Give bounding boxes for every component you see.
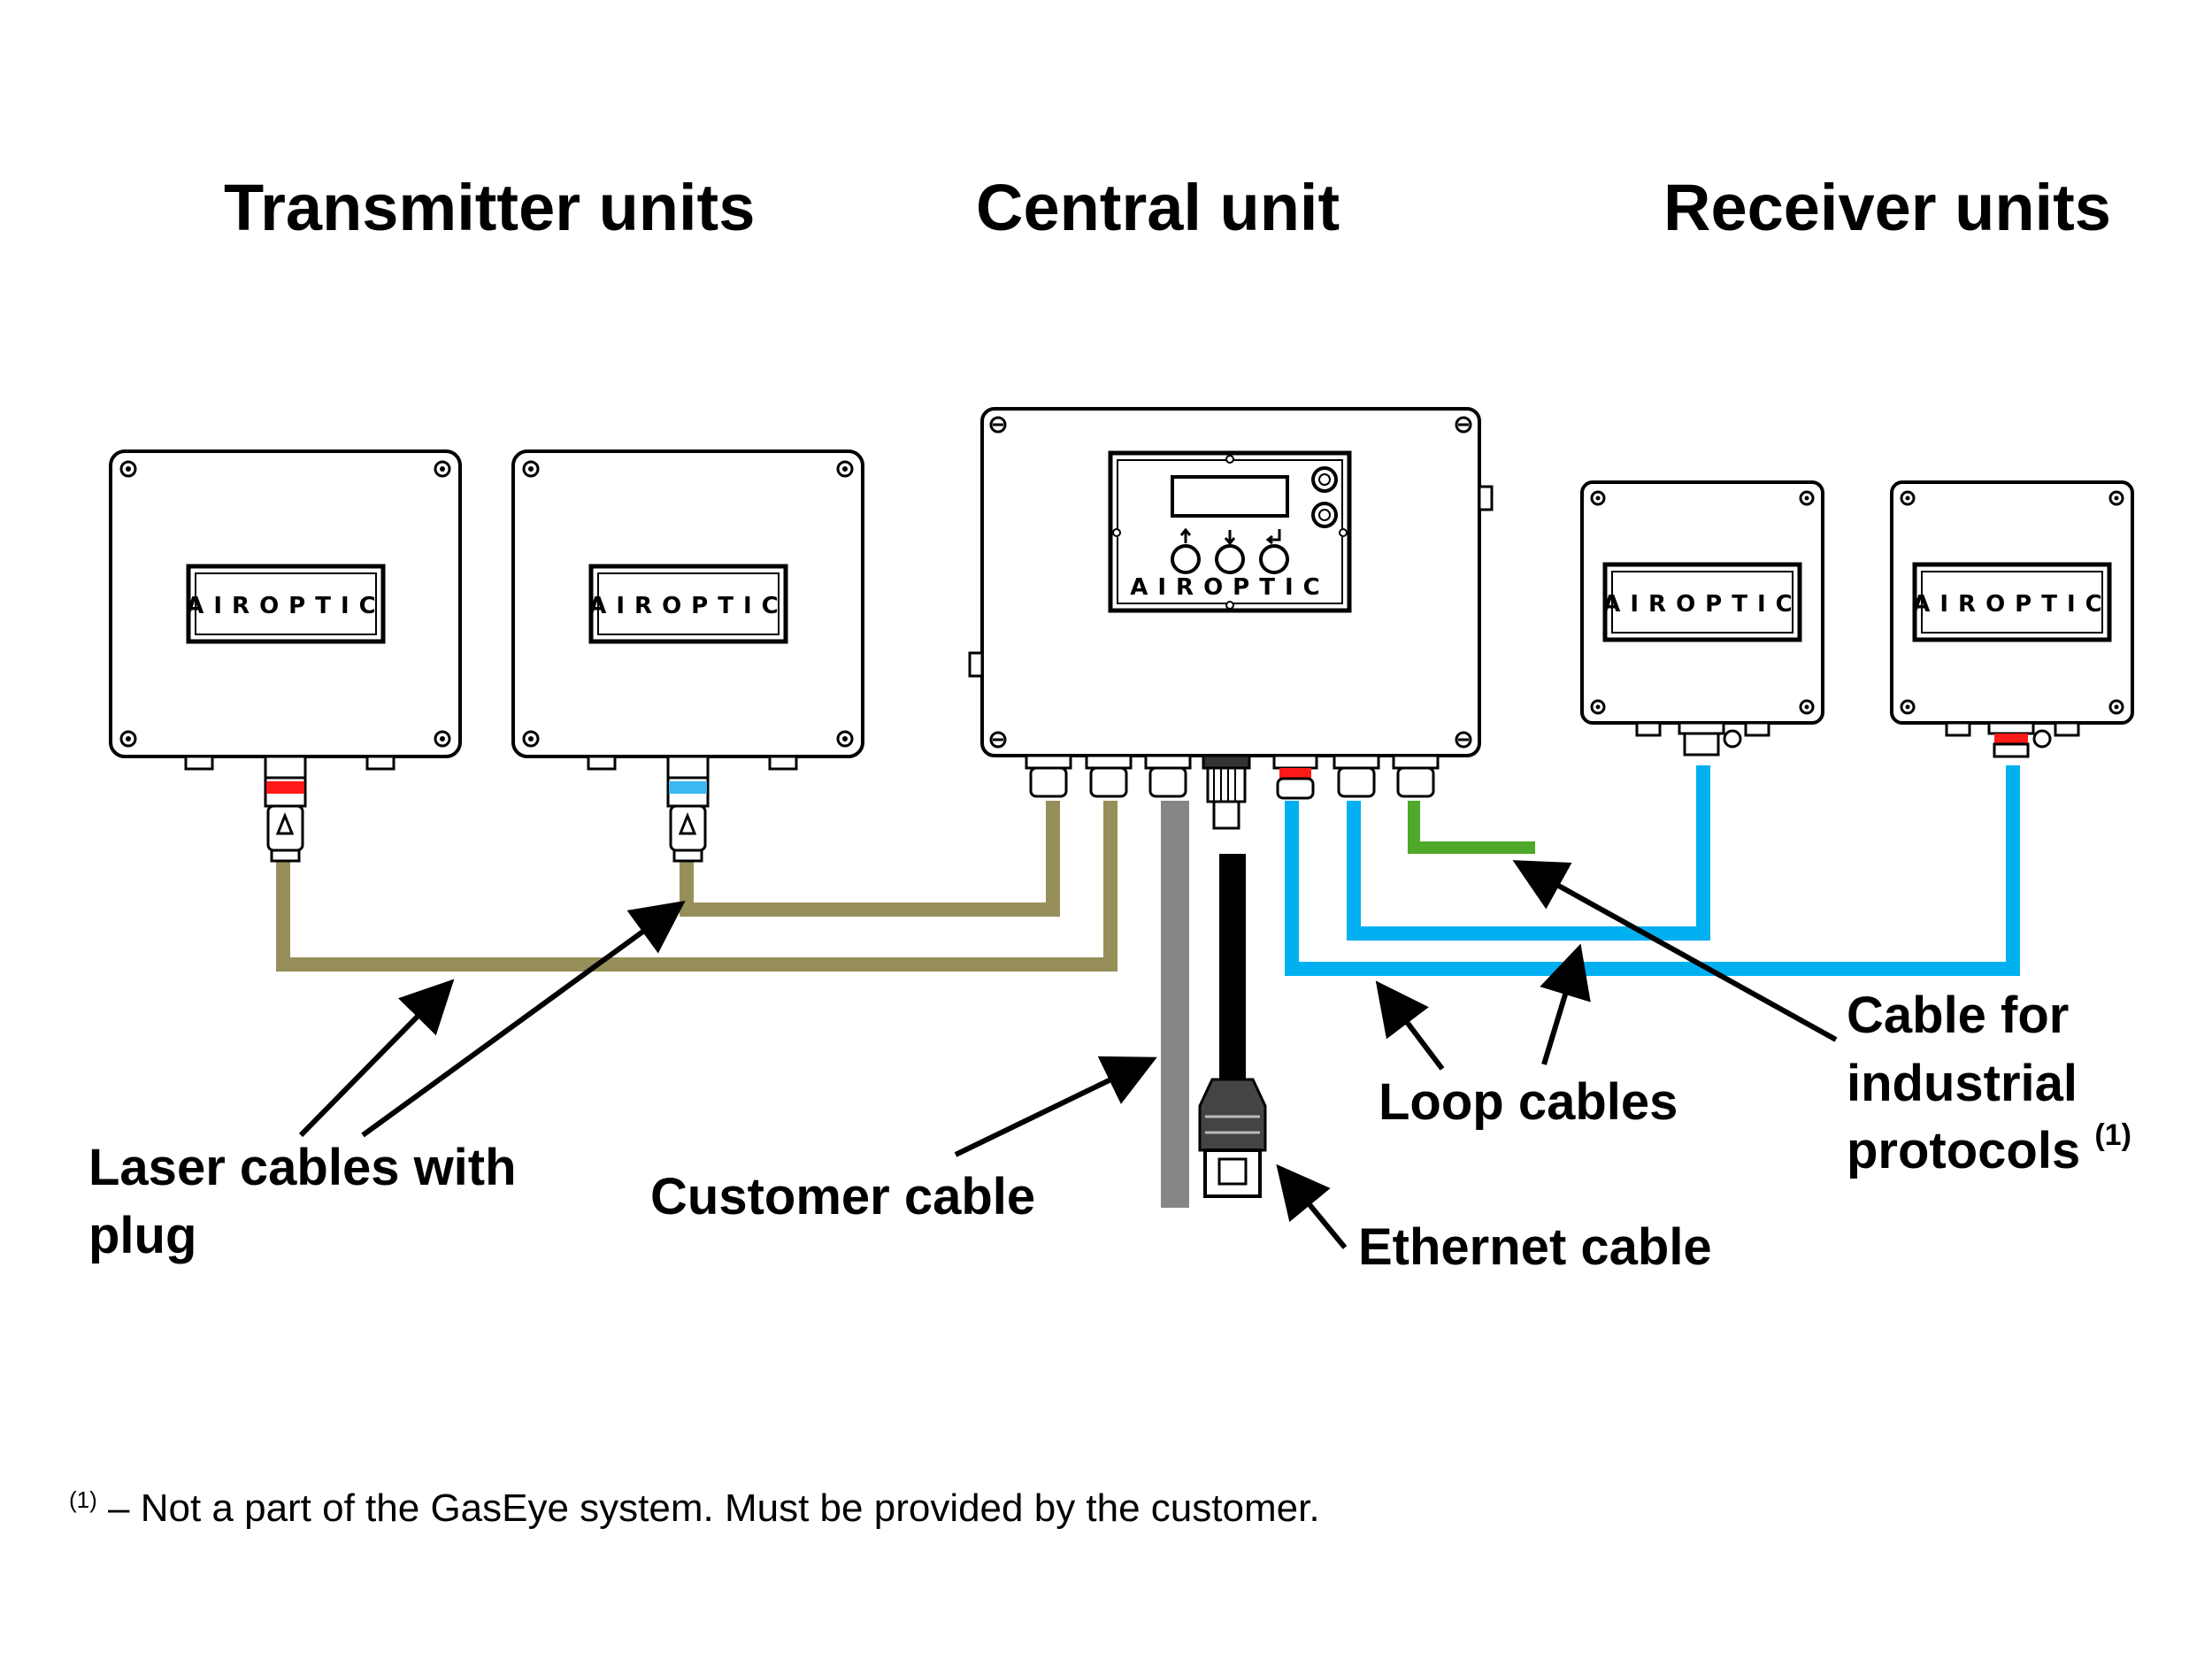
laser-cables	[276, 801, 1118, 972]
connectors	[1945, 721, 2080, 758]
enter-button[interactable]	[1259, 544, 1289, 574]
receiver-unit-2: AIROPTIC	[1890, 480, 2134, 758]
transmitter-unit-2: AIROPTIC	[511, 449, 864, 863]
footnote: (1) – Not a part of the GasEye system. M…	[69, 1486, 1320, 1531]
loop-cable-2	[1347, 765, 1710, 941]
brand-plate: AIROPTIC	[1912, 562, 2112, 642]
red-marker	[1994, 733, 2028, 744]
arrow-loop-1	[1375, 980, 1445, 1071]
industrial-label-line-2: industrial	[1847, 1054, 2078, 1112]
arrow-laser-2	[361, 900, 686, 1138]
loop-cables-label: Loop cables	[1379, 1073, 1678, 1131]
laser-plug	[666, 755, 710, 863]
receiver-unit-1: AIROPTIC	[1580, 480, 1824, 757]
cable-glands	[1025, 754, 1440, 830]
corner-screw	[989, 416, 1472, 749]
laser-cables-label-line-1: Laser cables with	[88, 1139, 517, 1196]
laser-cables-label: Laser cables with plug	[88, 1134, 517, 1270]
display-screen	[1171, 475, 1289, 518]
ethernet-cable-label: Ethernet cable	[1358, 1218, 1712, 1276]
central-unit: AIROPTIC	[968, 407, 1494, 830]
brand-logo: AIROPTIC	[186, 593, 385, 619]
brand-logo: AIROPTIC	[1130, 574, 1329, 601]
industrial-cable	[1408, 801, 1535, 854]
arrow-laser-1	[298, 979, 455, 1138]
brand-logo: AIROPTIC	[1912, 591, 2111, 618]
ethernet-plug	[1198, 1078, 1267, 1198]
laser-cable-1	[276, 801, 1118, 972]
footnote-marker: (1)	[69, 1486, 97, 1513]
up-button[interactable]	[1171, 544, 1201, 574]
corner-screw	[1590, 490, 1815, 715]
indicator-led	[1311, 502, 1338, 528]
brand-logo: AIROPTIC	[588, 593, 787, 619]
cable-gland	[184, 755, 396, 771]
customer-cable	[1161, 801, 1189, 1208]
red-marker	[1279, 768, 1311, 779]
arrow-customer	[954, 1056, 1157, 1157]
corner-screw	[119, 460, 451, 748]
industrial-cable-label: Cable for industrial protocols (1)	[1847, 982, 2131, 1186]
control-panel: AIROPTIC	[1108, 450, 1352, 613]
ethernet-cable	[1219, 854, 1246, 1079]
up-arrow-icon	[1179, 527, 1192, 543]
down-button[interactable]	[1215, 544, 1245, 574]
corner-screw	[1900, 490, 2124, 715]
transmitter-unit-1: AIROPTIC	[109, 449, 462, 863]
down-arrow-icon	[1224, 530, 1236, 546]
laser-cable-2	[680, 801, 1060, 917]
customer-cable-label: Customer cable	[650, 1168, 1036, 1225]
laser-plug	[264, 755, 307, 863]
central-unit-heading: Central unit	[976, 171, 1340, 244]
brand-plate: AIROPTIC	[186, 564, 386, 644]
industrial-label-line-3: protocols (1)	[1847, 1118, 2131, 1186]
indicator-led	[1311, 466, 1338, 493]
footnote-text: – Not a part of the GasEye system. Must …	[96, 1486, 1320, 1530]
cable-gland	[587, 755, 798, 771]
blue-marker	[669, 781, 707, 794]
red-marker	[266, 781, 304, 794]
arrow-ethernet	[1276, 1164, 1348, 1249]
arrow-industrial	[1512, 860, 1838, 1042]
laser-cables-label-line-2: plug	[88, 1206, 197, 1264]
transmitter-units-heading: Transmitter units	[224, 171, 756, 244]
callout-arrows	[298, 860, 1838, 1249]
arrow-loop-2	[1540, 943, 1591, 1065]
brand-plate: AIROPTIC	[588, 564, 788, 644]
connectors	[1635, 721, 1770, 757]
receiver-units-heading: Receiver units	[1663, 171, 2111, 244]
footnote-ref: (1)	[2094, 1118, 2131, 1153]
brand-logo: AIROPTIC	[1602, 591, 1801, 618]
brand-plate: AIROPTIC	[1602, 562, 1802, 642]
enter-arrow-icon	[1265, 529, 1281, 545]
corner-screw	[522, 460, 854, 748]
industrial-label-line-1: Cable for	[1847, 987, 2070, 1044]
loop-cables	[1285, 765, 2020, 976]
loop-cable-1	[1285, 765, 2020, 976]
industrial-label-line-3-text: protocols	[1847, 1122, 2081, 1180]
